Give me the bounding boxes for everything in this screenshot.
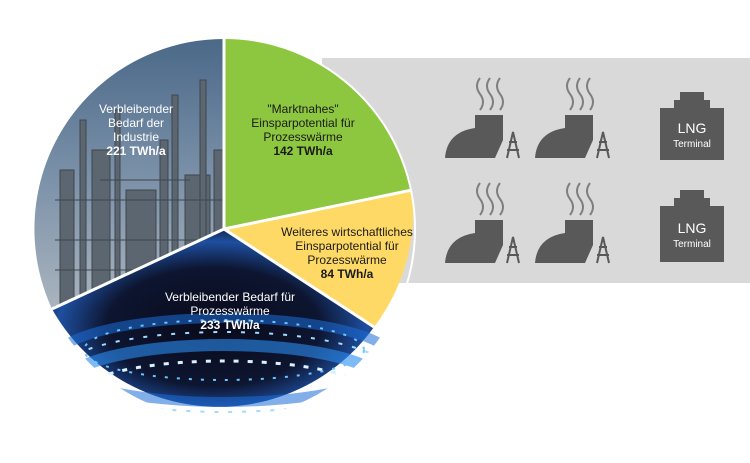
power-plant-icon xyxy=(535,77,610,159)
industry-line1: Verbleibender xyxy=(98,102,174,116)
market-value: 142 TWh/a xyxy=(273,144,333,158)
further-value: 84 TWh/a xyxy=(320,267,374,281)
further-line3: Prozesswärme xyxy=(307,253,387,267)
power-plant-icon xyxy=(445,77,520,159)
lng-label-big: LNG xyxy=(677,220,707,236)
label-further: Weiteres wirtschaftliches Einsparpotenti… xyxy=(272,225,422,281)
label-market: "Marktnahes" Einsparpotential für Prozes… xyxy=(238,102,368,158)
lng-terminal-icon xyxy=(660,92,724,160)
segment-further xyxy=(224,190,414,327)
process-value: 233 TWh/a xyxy=(200,318,260,332)
further-line2: Einsparpotential für xyxy=(295,239,399,253)
market-line1: "Marktnahes" xyxy=(267,102,339,116)
industry-line3: Industrie xyxy=(112,130,160,144)
label-industry: Verbleibender Bedarf der Industrie 221 T… xyxy=(86,102,186,158)
segment-market xyxy=(224,38,412,229)
lng-label-small: Terminal xyxy=(673,139,711,150)
industry-line2: Bedarf der xyxy=(107,116,165,130)
lng-label-small: Terminal xyxy=(673,239,711,250)
label-process: Verbleibender Bedarf für Prozesswärme 23… xyxy=(150,290,310,332)
market-line2: Einsparpotential für xyxy=(251,116,355,130)
further-line1: Weiteres wirtschaftliches xyxy=(281,225,413,239)
power-plant-icon xyxy=(535,182,610,264)
lng-terminal-label-1: LNG Terminal xyxy=(660,120,724,151)
industry-value: 221 TWh/a xyxy=(106,144,166,158)
market-line3: Prozesswärme xyxy=(263,130,343,144)
lng-terminal-icon xyxy=(660,190,724,262)
process-line1: Verbleibender Bedarf für xyxy=(164,290,296,304)
process-line2: Prozesswärme xyxy=(190,304,270,318)
pie-border xyxy=(32,37,416,421)
lng-label-big: LNG xyxy=(677,120,707,136)
segment-dividers xyxy=(51,38,413,329)
lng-terminal-label-2: LNG Terminal xyxy=(660,220,724,251)
power-plant-icon xyxy=(445,182,520,264)
